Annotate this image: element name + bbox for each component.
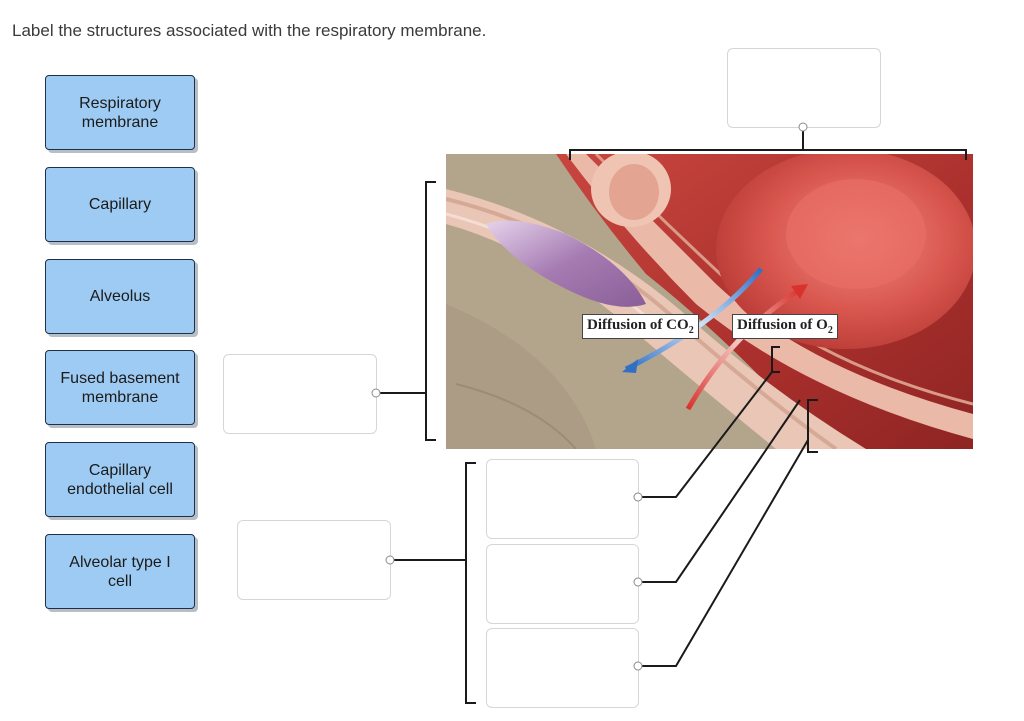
connector-dot	[633, 492, 643, 502]
label-alveolus[interactable]: Alveolus	[45, 259, 195, 334]
drop-zone-left-lower[interactable]	[237, 520, 391, 600]
connector-dot	[371, 388, 381, 398]
label-fused-basement-membrane[interactable]: Fused basement membrane	[45, 350, 195, 425]
label-text: Alveolus	[89, 288, 151, 305]
label-capillary[interactable]: Capillary	[45, 167, 195, 242]
label-respiratory-membrane[interactable]: Respiratory membrane	[45, 75, 195, 150]
connector-dot	[385, 555, 395, 565]
drop-zone-right-3[interactable]	[486, 628, 639, 708]
label-alveolar-type-i-cell[interactable]: Alveolar type I cell	[45, 534, 195, 609]
illustration-graphic	[445, 149, 976, 451]
question-prompt: Label the structures associated with the…	[12, 21, 487, 40]
drop-zone-right-1[interactable]	[486, 459, 639, 539]
label-text: Capillary endothelial cell	[67, 461, 173, 498]
co2-diffusion-label: Diffusion of CO2	[582, 314, 699, 339]
connector-dot	[633, 577, 643, 587]
connector-dot	[633, 661, 643, 671]
label-text: Capillary	[88, 196, 152, 213]
label-text: Alveolar type I cell	[69, 553, 171, 590]
o2-diffusion-label: Diffusion of O2	[732, 314, 838, 339]
label-text: Respiratory membrane	[79, 94, 161, 131]
drop-zone-left-upper[interactable]	[223, 354, 377, 434]
drop-zone-right-2[interactable]	[486, 544, 639, 624]
connector-dot	[798, 122, 808, 132]
drop-zone-top[interactable]	[727, 48, 881, 128]
respiratory-membrane-illustration: Diffusion of CO2 Diffusion of O2	[445, 149, 976, 451]
label-capillary-endothelial-cell[interactable]: Capillary endothelial cell	[45, 442, 195, 517]
label-text: Fused basement membrane	[60, 369, 180, 406]
